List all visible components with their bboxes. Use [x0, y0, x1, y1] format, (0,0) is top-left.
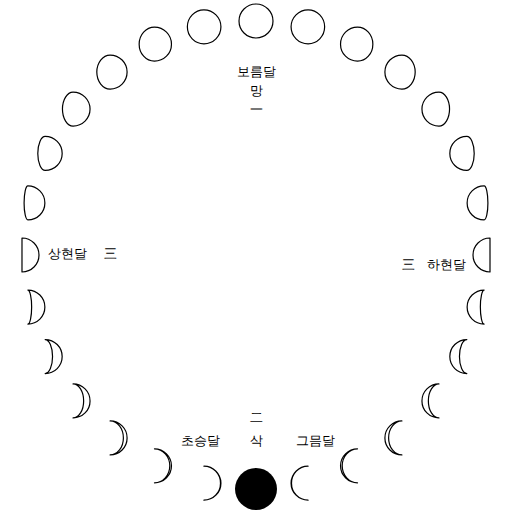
phase-label: 망: [250, 83, 263, 99]
phase-label: 하현달: [427, 257, 466, 273]
phase-label: 삭: [250, 433, 263, 449]
phase-label: 상현달: [48, 246, 87, 262]
moon-phase: [110, 421, 127, 455]
moon-phase: [139, 27, 171, 61]
moon-phase: [422, 92, 450, 126]
phase-label: 보름달: [237, 64, 276, 80]
moon-phase: [385, 55, 415, 89]
moon-phase: [45, 340, 62, 374]
phase-label: 三: [104, 246, 117, 262]
phase-label: 二: [250, 410, 263, 426]
moon-phase: [467, 290, 484, 324]
moon-phase: [341, 449, 358, 483]
moon-phase: [187, 10, 221, 44]
moon-phase: [73, 384, 90, 418]
moon-phase: [204, 466, 221, 500]
moon-phase: [97, 55, 127, 89]
moon-phase: [450, 136, 474, 170]
moon-phase: [450, 340, 467, 374]
moon-phase: [385, 421, 402, 455]
moon-phase: [473, 238, 490, 272]
moon-phase: [22, 238, 39, 272]
phase-label: 三: [402, 257, 415, 273]
phase-label: 一: [250, 102, 263, 118]
moon-phase: [24, 186, 45, 220]
moon-phase: [341, 27, 373, 61]
moon-phase: [154, 449, 171, 483]
moon-phase: [62, 92, 90, 126]
full-moon: [239, 4, 273, 38]
moon-phase: [422, 384, 439, 418]
phase-label: 그믐달: [296, 433, 335, 449]
moon-phase: [291, 10, 325, 44]
new-moon: [235, 468, 277, 510]
moon-phase: [291, 466, 308, 500]
moon-phase: [38, 136, 62, 170]
moon-phase: [28, 290, 45, 324]
moon-phase: [467, 186, 488, 220]
phase-label: 초승달: [181, 433, 220, 449]
